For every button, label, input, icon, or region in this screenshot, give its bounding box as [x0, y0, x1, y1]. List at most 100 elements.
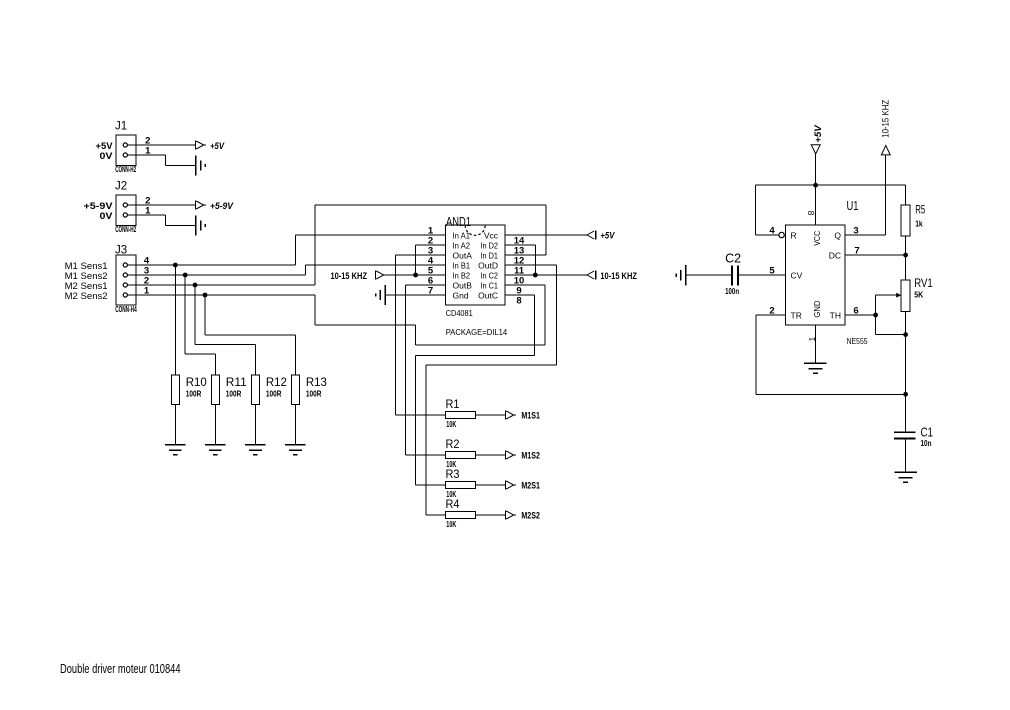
svg-text:OutB: OutB: [453, 281, 473, 291]
svg-text:M1 Sens1: M1 Sens1: [65, 261, 108, 271]
svg-text:Q: Q: [834, 231, 841, 241]
svg-text:TR: TR: [791, 311, 802, 321]
svg-text:In C2: In C2: [481, 271, 499, 281]
svg-text:10K: 10K: [446, 519, 457, 529]
svg-text:R10: R10: [186, 377, 207, 389]
svg-text:AND1: AND1: [446, 214, 471, 229]
svg-text:PACKAGE=DIL14: PACKAGE=DIL14: [446, 327, 508, 337]
svg-text:OutA: OutA: [453, 251, 473, 261]
svg-text:OutC: OutC: [478, 291, 498, 301]
svg-text:In A2: In A2: [453, 241, 471, 251]
svg-text:R: R: [791, 231, 797, 241]
svg-text:CONN-H4: CONN-H4: [115, 304, 137, 314]
svg-text:R11: R11: [226, 377, 247, 389]
svg-text:Double driver moteur 010844: Double driver moteur 010844: [60, 661, 181, 676]
svg-text:OutD: OutD: [478, 261, 498, 271]
svg-text:2: 2: [769, 306, 774, 317]
svg-text:In B1: In B1: [453, 261, 471, 271]
svg-text:+5V: +5V: [813, 124, 823, 143]
svg-text:DC: DC: [829, 251, 841, 261]
svg-text:100R: 100R: [266, 389, 282, 399]
svg-text:R5: R5: [915, 205, 925, 217]
svg-text:3: 3: [853, 226, 858, 237]
svg-text:7: 7: [854, 246, 859, 257]
svg-text:4: 4: [144, 255, 150, 266]
svg-text:In D2: In D2: [481, 241, 499, 251]
svg-text:14: 14: [514, 236, 525, 247]
svg-text:CD4081: CD4081: [446, 308, 473, 318]
svg-text:CONN-H2: CONN-H2: [115, 224, 136, 234]
svg-text:5: 5: [769, 266, 775, 277]
svg-text:+5V: +5V: [210, 141, 225, 151]
svg-text:100R: 100R: [186, 389, 202, 399]
svg-text:R13: R13: [306, 377, 327, 389]
svg-text:GND: GND: [812, 301, 822, 318]
svg-text:2: 2: [145, 195, 150, 206]
svg-text:2: 2: [145, 135, 150, 146]
svg-text:8: 8: [806, 211, 816, 216]
svg-text:1: 1: [145, 205, 151, 216]
svg-text:8: 8: [516, 296, 521, 307]
svg-text:3: 3: [428, 245, 433, 256]
svg-text:R4: R4: [446, 499, 461, 511]
svg-text:+5V: +5V: [600, 231, 615, 241]
svg-text:CONN-H2: CONN-H2: [115, 164, 136, 174]
svg-text:R1: R1: [446, 399, 460, 411]
svg-text:9: 9: [516, 286, 521, 297]
svg-text:M1S2: M1S2: [521, 451, 540, 461]
svg-text:10: 10: [514, 276, 525, 287]
svg-text:10K: 10K: [446, 459, 457, 469]
svg-text:11: 11: [514, 266, 525, 277]
svg-text:1: 1: [144, 285, 150, 296]
svg-text:6: 6: [428, 275, 433, 286]
svg-text:C1: C1: [921, 426, 934, 440]
svg-text:Vcc: Vcc: [484, 231, 499, 241]
svg-text:6: 6: [853, 306, 858, 317]
svg-text:10K: 10K: [446, 419, 457, 429]
svg-text:RV1: RV1: [914, 278, 933, 290]
svg-text:In D1: In D1: [481, 251, 499, 261]
svg-text:10n: 10n: [921, 438, 932, 448]
svg-text:CV: CV: [791, 271, 803, 281]
svg-text:5K: 5K: [914, 290, 924, 300]
svg-text:U1: U1: [847, 198, 859, 213]
svg-text:10-15 KHZ: 10-15 KHZ: [600, 271, 637, 281]
svg-text:+5-9V: +5-9V: [84, 201, 113, 211]
svg-text:J2: J2: [115, 181, 127, 193]
svg-text:13: 13: [514, 246, 525, 257]
svg-text:M2 Sens1: M2 Sens1: [65, 281, 108, 291]
svg-text:M2S1: M2S1: [521, 481, 540, 491]
svg-text:C2: C2: [725, 252, 741, 266]
svg-text:2: 2: [428, 235, 433, 246]
svg-text:1: 1: [428, 225, 434, 236]
svg-text:4: 4: [769, 226, 775, 237]
svg-text:J1: J1: [115, 121, 127, 133]
svg-text:0V: 0V: [100, 211, 113, 221]
svg-text:TH: TH: [830, 311, 841, 321]
svg-text:R3: R3: [446, 469, 460, 481]
svg-text:VCC: VCC: [812, 231, 822, 246]
svg-text:In B2: In B2: [453, 271, 471, 281]
svg-text:1: 1: [807, 337, 817, 342]
svg-text:NE555: NE555: [847, 336, 868, 346]
svg-text:R2: R2: [446, 439, 460, 451]
svg-text:1: 1: [145, 145, 151, 156]
svg-text:Gnd: Gnd: [453, 291, 469, 301]
svg-text:5: 5: [428, 265, 434, 276]
svg-text:4: 4: [428, 255, 434, 266]
svg-text:M2S2: M2S2: [521, 511, 540, 521]
svg-text:10-15 KHZ: 10-15 KHZ: [331, 271, 368, 281]
svg-text:7: 7: [428, 285, 433, 296]
svg-text:10K: 10K: [446, 489, 457, 499]
svg-text:R12: R12: [266, 377, 287, 389]
svg-text:3: 3: [144, 265, 149, 276]
svg-text:100n: 100n: [725, 286, 739, 296]
svg-text:100R: 100R: [306, 389, 322, 399]
svg-text:100R: 100R: [226, 389, 242, 399]
svg-text:1k: 1k: [915, 219, 923, 229]
svg-text:2: 2: [144, 275, 149, 286]
svg-text:J3: J3: [115, 244, 127, 256]
svg-text:0V: 0V: [100, 151, 113, 161]
svg-text:In C1: In C1: [481, 281, 499, 291]
svg-text:M2 Sens2: M2 Sens2: [65, 291, 108, 301]
